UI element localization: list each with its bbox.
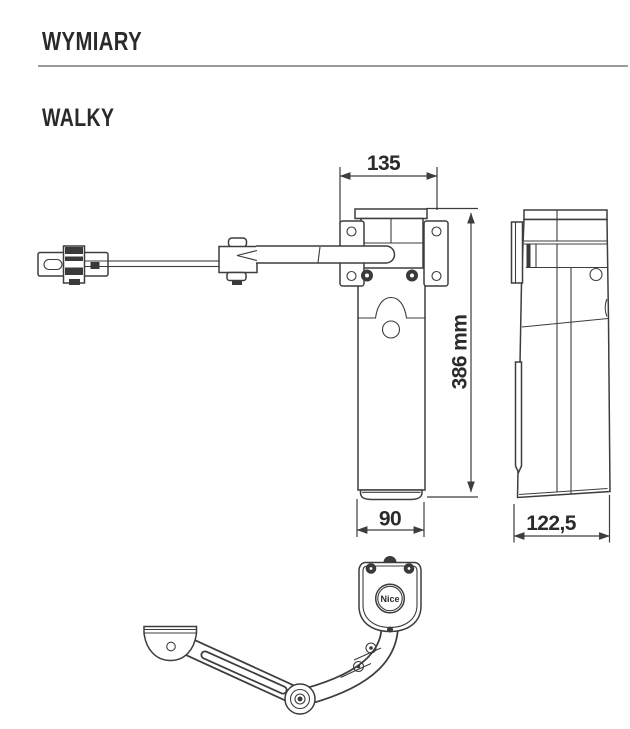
- page-title: WYMIARY: [42, 26, 142, 56]
- arm-rod: [99, 260, 221, 268]
- dimension-386: 386 mm: [426, 207, 478, 498]
- title-divider: [38, 65, 628, 67]
- body-base-cap: [359, 489, 423, 501]
- slotted-arm: [172, 632, 309, 709]
- motor-body: [357, 265, 426, 501]
- side-mounting-plate: [510, 221, 524, 284]
- gate-pad: [143, 625, 198, 662]
- release-slot: [514, 361, 523, 475]
- side-view: [510, 209, 611, 499]
- dimension-label-depth: 122,5: [526, 512, 576, 535]
- mounting-plate-right: [423, 220, 449, 287]
- nice-logo-text: Nice: [380, 594, 399, 604]
- dimension-122-5: 122,5: [513, 495, 611, 543]
- extended-arm: [37, 237, 396, 285]
- dimension-label-bottom-width: 90: [379, 508, 401, 531]
- motor-head-top: Nice: [358, 556, 422, 633]
- gate-bracket: [37, 245, 109, 285]
- dimension-label-height: 386 mm: [449, 315, 472, 390]
- curved-arm: [305, 623, 399, 705]
- nice-logo: Nice: [374, 583, 406, 614]
- arm-link: [256, 245, 396, 264]
- arm-top-view: Nice: [143, 556, 422, 715]
- dimension-90: 90: [356, 499, 425, 537]
- head-screws: [361, 269, 418, 282]
- dimension-135: 135: [339, 152, 438, 224]
- dimension-label-top-width: 135: [367, 152, 401, 175]
- front-view: [37, 208, 449, 501]
- elbow-joint: [218, 237, 258, 285]
- model-name: WALKY: [42, 104, 115, 132]
- elbow-pivot: [284, 683, 316, 715]
